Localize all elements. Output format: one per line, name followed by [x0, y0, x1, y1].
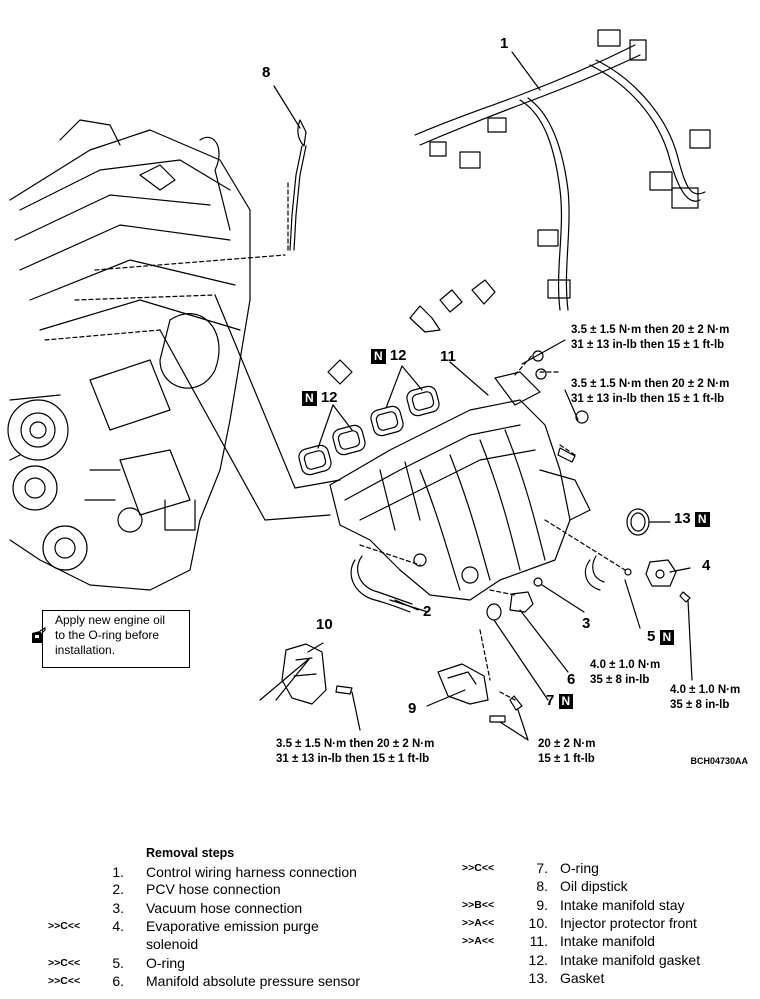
callout-9: 9: [408, 700, 417, 717]
removal-steps-title: Removal steps: [146, 846, 235, 860]
bolt-group: [335, 350, 691, 723]
engine-block: [7, 119, 251, 591]
callout-1: 1: [500, 35, 509, 52]
callout-12-right: N 12: [371, 347, 407, 364]
new-part-badge: N: [558, 693, 574, 709]
gasket-pair-right: [370, 365, 440, 437]
callout-8: 8: [262, 64, 271, 81]
gasket-pair-left: [298, 404, 366, 476]
note-box: Apply new engine oil to the O-ring befor…: [42, 610, 190, 668]
callout-2: 2: [423, 603, 432, 620]
callout-5: 5 N: [647, 628, 675, 645]
new-part-badge: N: [302, 390, 317, 406]
callout-7: 7 N: [546, 692, 574, 709]
new-part-badge: N: [371, 348, 386, 364]
map-sensor: [509, 591, 534, 613]
callout-10: 10: [316, 616, 333, 633]
callout-12-left: N 12: [302, 389, 338, 406]
o-ring: [486, 603, 502, 621]
callout-4: 4: [702, 557, 711, 574]
injector-protector: [281, 643, 327, 705]
wiring-harness: [414, 29, 711, 311]
pcv-hose: [350, 559, 411, 613]
callout-6: 6: [567, 671, 576, 688]
oil-dipstick: [273, 85, 307, 251]
purge-solenoid: [645, 559, 677, 587]
callout-13: 13 N: [674, 510, 710, 527]
manifold-stay: [437, 663, 489, 705]
new-part-badge: N: [694, 511, 710, 527]
figure-code: BCH04730AA: [690, 756, 748, 766]
gasket-ring: [626, 508, 650, 536]
new-part-badge: N: [659, 629, 675, 645]
intake-manifold: [329, 361, 591, 601]
vacuum-hose: [584, 559, 601, 591]
callout-3: 3: [582, 615, 591, 632]
callout-11: 11: [440, 348, 456, 365]
